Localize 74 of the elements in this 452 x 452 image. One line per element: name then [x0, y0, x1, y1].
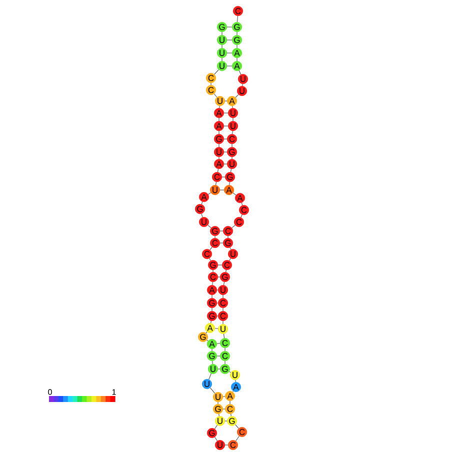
backbone-line: [232, 130, 233, 134]
base-pair-line: [216, 343, 220, 344]
base-pair-line: [222, 176, 226, 178]
base-pair-line: [224, 112, 228, 114]
backbone-line: [224, 360, 226, 364]
backbone-line: [201, 214, 203, 218]
backbone-line: [201, 202, 203, 204]
backbone-line: [236, 32, 238, 36]
base-pair-line: [226, 52, 232, 54]
backbone-line: [232, 118, 234, 122]
backbone-line: [218, 130, 220, 134]
backbone-line: [222, 294, 224, 298]
backbone-line: [218, 156, 220, 160]
backbone-line: [230, 414, 232, 416]
backbone-line: [218, 144, 220, 148]
backbone-line: [229, 258, 231, 261]
base-pair-line: [224, 100, 228, 102]
backbone-line: [210, 320, 212, 324]
backbone-line: [223, 334, 225, 338]
scale-label: 0: [48, 389, 52, 395]
backbone-line: [238, 70, 242, 75]
base-pair-line: [218, 368, 220, 370]
backbone-line: [230, 168, 232, 172]
backbone-line: [232, 192, 236, 196]
backbone-line: [232, 224, 236, 228]
backbone-line: [210, 246, 212, 250]
base-pair-line: [222, 408, 226, 410]
base-pair-line: [218, 264, 222, 266]
base-pair-line: [224, 138, 228, 140]
backbone-line: [208, 224, 212, 228]
backbone-line: [212, 270, 214, 272]
backbone-line: [242, 84, 243, 86]
backbone-line: [212, 282, 213, 286]
backbone-line: [214, 69, 219, 75]
backbone-line: [235, 380, 236, 382]
backbone-line: [218, 118, 220, 122]
backbone-line: [208, 373, 212, 380]
backbone-line: [236, 58, 238, 62]
backbone-line: [232, 106, 233, 108]
backbone-line: [236, 44, 238, 48]
base-pair-line: [226, 26, 232, 28]
backbone-line: [214, 424, 218, 430]
backbone-line: [214, 436, 218, 442]
backbone-line: [224, 444, 228, 446]
backbone-line: [230, 247, 232, 250]
backbone-line: [229, 182, 230, 186]
backbone-line: [224, 348, 226, 352]
backbone-line: [235, 94, 239, 98]
backbone-line: [222, 308, 224, 312]
backbone-line: [219, 106, 220, 108]
base-pair-line: [224, 420, 228, 422]
base-pair-line: [214, 328, 218, 329]
backbone-line: [240, 214, 242, 218]
backbone-line: [208, 192, 212, 195]
backbone-line: [212, 360, 213, 364]
backbone-line: [241, 202, 243, 206]
backbone-line: [236, 436, 240, 442]
backbone-line: [235, 424, 239, 429]
backbone-line: [209, 258, 211, 261]
backbone-line: [210, 82, 212, 86]
backbone-line: [206, 332, 208, 334]
base-pair-line: [220, 242, 224, 244]
base-pair-line: [222, 396, 226, 397]
backbone-line: [222, 320, 224, 324]
backbone-line: [214, 94, 218, 98]
scale-label: 1: [112, 389, 116, 395]
backbone-line: [206, 340, 208, 342]
backbone-line: [214, 236, 216, 238]
backbone-line: [237, 16, 238, 22]
base-pair-line: [218, 276, 220, 278]
backbone-line: [210, 388, 216, 394]
base-pair-line: [220, 230, 224, 232]
backbone-line: [218, 414, 220, 416]
backbone-line: [229, 371, 231, 373]
